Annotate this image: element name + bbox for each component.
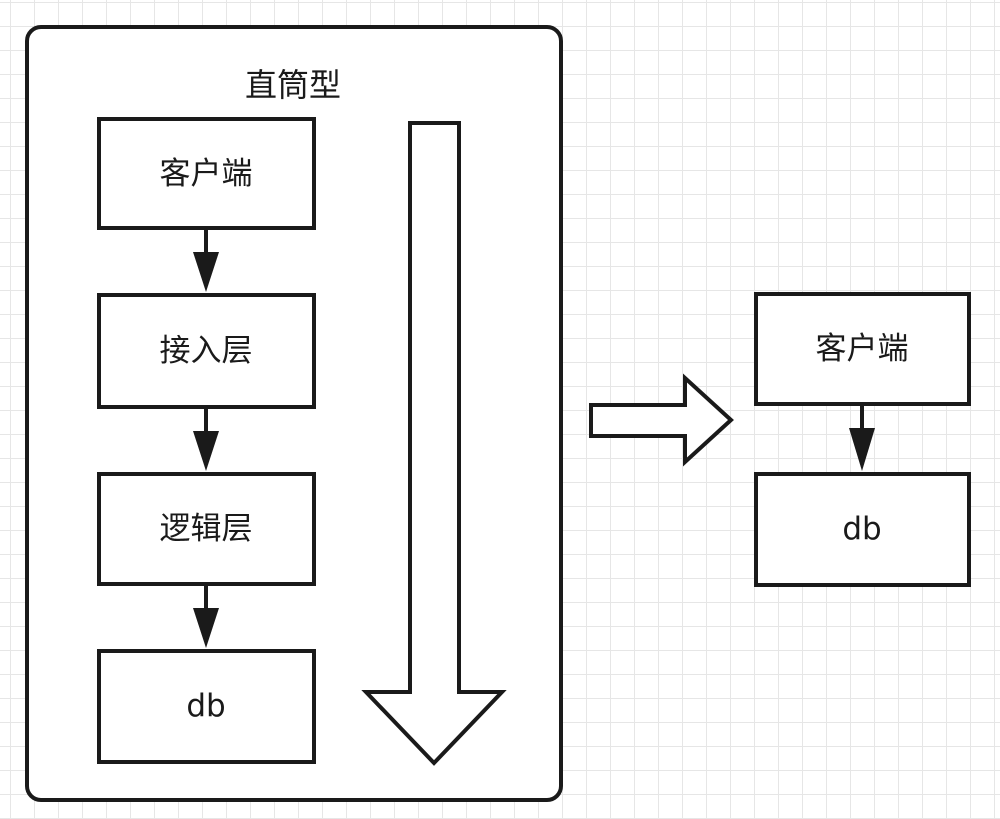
- arrow-logic-to-db: [193, 584, 219, 648]
- transform-right-arrow: [589, 373, 734, 467]
- simplified-box-db-label: db: [842, 511, 881, 547]
- flow-down-arrow: [361, 121, 507, 766]
- arrow-simplified-client-to-db: [849, 404, 875, 471]
- stack-box-access-layer-label: 接入层: [160, 333, 253, 369]
- stack-box-logic-layer-label: 逻辑层: [160, 511, 253, 547]
- stack-box-logic-layer: 逻辑层: [97, 472, 316, 586]
- stack-box-client: 客户端: [97, 117, 316, 230]
- stack-box-db: db: [97, 649, 316, 764]
- simplified-box-db: db: [754, 472, 971, 587]
- stack-box-client-label: 客户端: [160, 156, 253, 192]
- simplified-box-client: 客户端: [754, 292, 971, 406]
- container-title: 直筒型: [245, 66, 341, 104]
- stack-box-access-layer: 接入层: [97, 293, 316, 409]
- arrow-access-to-logic: [193, 407, 219, 471]
- stack-box-db-label: db: [186, 688, 225, 724]
- simplified-box-client-label: 客户端: [816, 331, 909, 367]
- arrow-client-to-access: [193, 228, 219, 292]
